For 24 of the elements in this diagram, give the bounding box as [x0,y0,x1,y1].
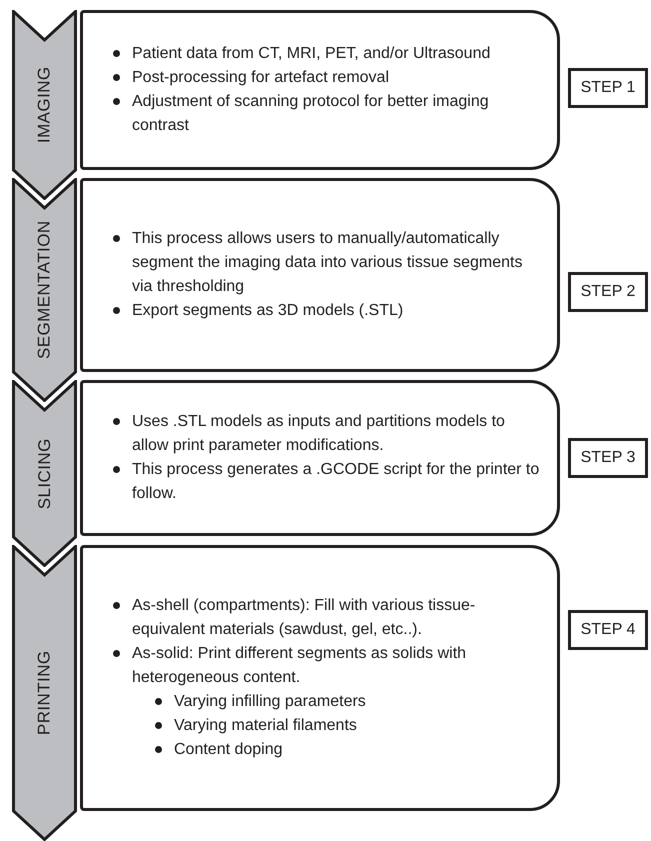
process-box [80,380,560,536]
bullet-text: As-shell (compartments): Fill with various tissue-equivalent materials (sawdust, gel, etc..). [132,596,476,640]
process-box [80,178,560,372]
stage-label: IMAGING [34,66,55,144]
step-box: STEP 4 [568,610,648,650]
bullet-text: This process allows users to manually/automatically segment the imaging data into various tissue segments via thresholding [132,229,524,297]
bullet-text: Adjustment of scanning protocol for better imaging contrast [132,92,490,136]
stage-label: SEGMENTATION [34,220,55,360]
stage-label: SLICING [34,438,55,509]
step-box: STEP 1 [568,68,648,108]
bullet-text: Patient data from CT, MRI, PET, and/or Ultrasound [132,44,490,64]
bullet-text: Uses .STL models as inputs and partitions models to allow print parameter modifications. [132,412,506,456]
step-box: STEP 2 [568,272,648,312]
process-box [80,10,560,170]
process-box [80,545,560,811]
bullet-text: Export segments as 3D models (.STL) [132,301,404,321]
bullet-text: Varying material filaments [174,716,357,736]
bullet-text: Post-processing for artefact removal [132,68,389,88]
stage-label: PRINTING [34,650,55,736]
bullet-text: Varying infilling parameters [174,692,366,712]
step-box: STEP 3 [568,438,648,478]
bullet-text: Content doping [174,740,283,760]
bullet-text: As-solid: Print different segments as solids with heterogeneous content. [132,644,468,688]
bullet-text: This process generates a .GCODE script for the printer to follow. [132,460,540,504]
